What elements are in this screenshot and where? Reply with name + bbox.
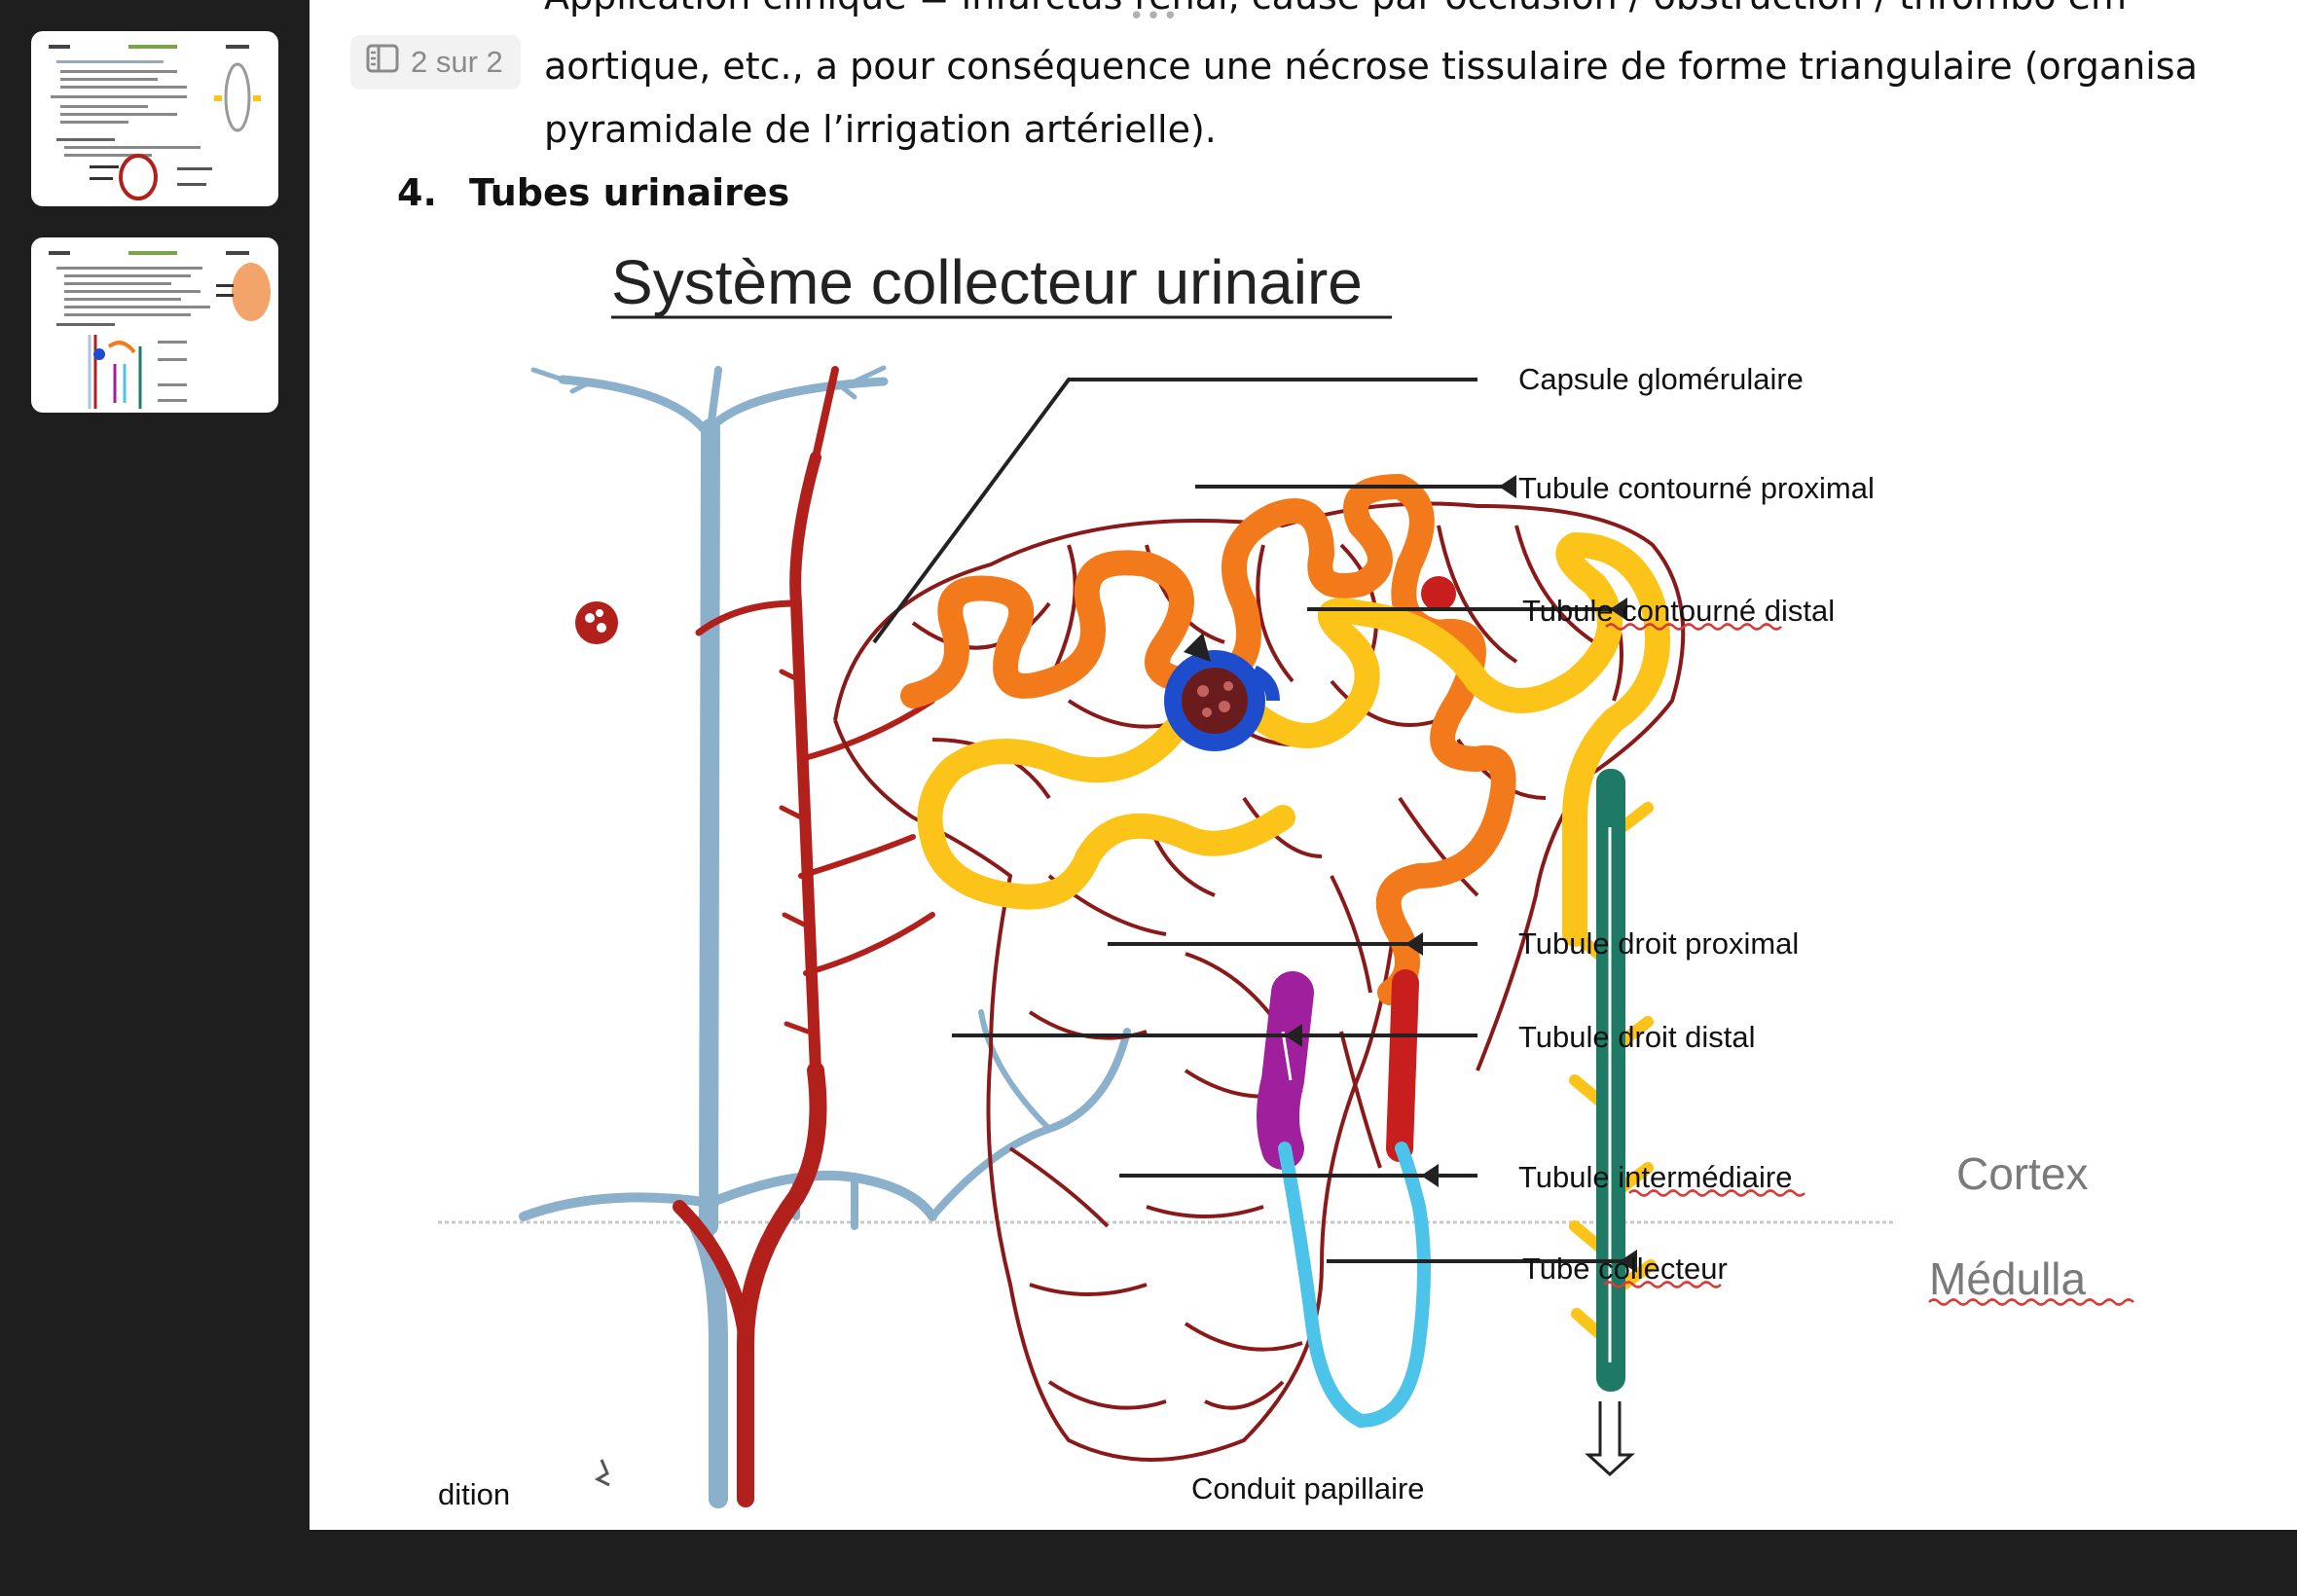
zone-medulla: Médulla (1929, 1253, 2087, 1304)
vein-tree (519, 365, 1131, 1508)
blue-glomerular-capsule (1164, 650, 1280, 751)
proximal-tubule-dot (1421, 576, 1456, 611)
glomerulus-small-icon (575, 601, 618, 644)
artery-tree (673, 366, 935, 1507)
papillary-duct-arrow-icon (1585, 1401, 1635, 1477)
document-page: ••• 2 sur 2 - Application clinique = inf… (310, 0, 2297, 1530)
viewer-bottom-bar (310, 1530, 2297, 1596)
nephron-diagram: Système collecteur urinaire (438, 247, 2134, 1511)
thumbnail-page-1[interactable] (31, 31, 278, 206)
label-papillary-duct: Conduit papillaire (1191, 1471, 1425, 1505)
spellcheck-underlines (1603, 623, 2134, 1306)
collecting-duct (1569, 769, 1657, 1392)
label-capsule: Capsule glomérulaire (1518, 362, 1804, 396)
label-proximal-convoluted: Tubule contourné proximal (1518, 471, 1875, 505)
page-counter-text: 2 sur 2 (411, 45, 503, 79)
thumbnail-page-2[interactable] (31, 237, 278, 413)
label-intermediate: Tubule intermédiaire (1518, 1160, 1792, 1194)
straight-proximal-tubule (1386, 969, 1419, 1162)
diagram-title: Système collecteur urinaire (611, 247, 1363, 317)
paragraph-line-3: pyramidale de l’irrigation artérielle). (544, 108, 1217, 151)
more-options-icon[interactable]: ••• (1129, 2, 1181, 31)
section-heading: Tubes urinaires (469, 171, 790, 214)
flow-arrow-up (1281, 1031, 1293, 1081)
page-layout-icon (366, 44, 399, 81)
label-distal-convoluted: Tubule contourné distal (1522, 594, 1835, 628)
section-number: 4. (397, 171, 437, 214)
label-collecting: Tube collecteur (1522, 1251, 1728, 1286)
paragraph-line-1: Application clinique = infarctus rénal, … (544, 0, 2127, 18)
straight-distal-tubule (1257, 971, 1314, 1170)
distal-convoluted-tubule (917, 532, 1670, 947)
zone-cortex: Cortex (1956, 1148, 2088, 1199)
intermediate-tubule (1278, 1142, 1431, 1429)
proximal-convoluted-tubule (900, 474, 1516, 1005)
label-connectors (1302, 485, 1637, 1263)
label-straight-distal: Tubule droit distal (1518, 1020, 1756, 1054)
thumbnail-page-1-preview (49, 45, 261, 200)
leader-lines (872, 378, 1477, 1263)
signature-mark (594, 1459, 610, 1487)
bullet-dash: - (471, 0, 485, 18)
thumbnail-sidebar (0, 0, 310, 1596)
label-edition: dition (438, 1477, 510, 1511)
paragraph-line-2: aortique, etc., a pour conséquence une n… (544, 45, 2198, 88)
label-straight-proximal: Tubule droit proximal (1518, 926, 1799, 961)
page-counter[interactable]: 2 sur 2 (350, 35, 521, 90)
thumbnail-page-2-preview (49, 251, 271, 409)
